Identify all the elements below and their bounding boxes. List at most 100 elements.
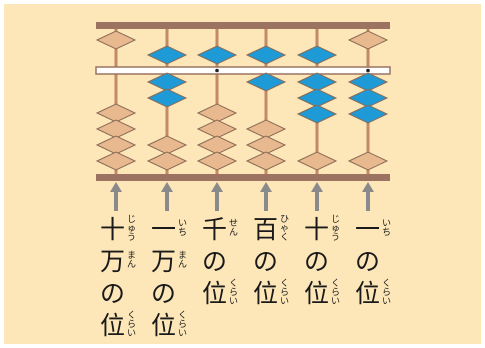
abacus [95, 22, 391, 211]
place-label-ruby: い [178, 219, 188, 229]
place-label-ruby: ら [178, 319, 188, 330]
place-label-ruby: い [382, 219, 392, 229]
place-label: 一いち万まんの位くらい [150, 217, 202, 347]
heaven-bead [196, 45, 238, 65]
unit-dot [215, 68, 219, 73]
earth-bead [196, 135, 238, 155]
earth-bead [95, 135, 137, 155]
place-label-ruby: ら [331, 287, 341, 298]
place-label-ruby: ら [382, 287, 392, 298]
place-label-kanji: 百 [252, 215, 278, 244]
heaven-bead [245, 45, 287, 65]
place-label-kanji: の [99, 279, 125, 308]
place-label-ruby: ん [127, 260, 137, 270]
pointer-arrow-head [311, 182, 323, 192]
place-label-kanji: 万 [99, 247, 125, 276]
place-label-kanji: 千 [201, 215, 227, 244]
earth-bead [146, 151, 188, 171]
place-label-kanji: 十 [99, 215, 125, 244]
place-label-ruby: ゃ [280, 223, 290, 234]
abacus-bottom-frame [96, 174, 390, 181]
place-label-ruby: ひ [280, 214, 290, 225]
earth-bead [347, 72, 389, 92]
place-label-ruby: い [382, 296, 392, 307]
place-label-kanji: 位 [354, 279, 380, 308]
place-label: 百ひゃくの位くらい [252, 214, 304, 347]
heaven-bead [347, 30, 389, 50]
place-label-kanji: の [252, 247, 278, 276]
place-label-ruby: い [178, 328, 188, 339]
place-label-kanji: 一 [150, 215, 176, 244]
place-label-ruby: い [280, 296, 290, 307]
place-label-kanji: 十 [303, 215, 329, 244]
place-label-ruby: ら [280, 287, 290, 298]
earth-bead [296, 72, 338, 92]
diagram-panel: 十じゅう万まんの位くらい一いち万まんの位くらい千せんの位くらい百ひゃくの位くらい… [4, 4, 481, 344]
earth-bead [296, 151, 338, 171]
pointer-arrow-head [161, 182, 173, 192]
earth-bead [146, 88, 188, 108]
place-label-ruby: く [127, 310, 137, 321]
place-label-ruby: ゅ [127, 223, 137, 234]
heaven-bead [296, 45, 338, 65]
place-label-ruby: ち [382, 228, 392, 238]
place-label-kanji: 位 [99, 311, 125, 340]
earth-bead [296, 104, 338, 124]
abacus-reckoning-bar [95, 66, 391, 75]
earth-bead [347, 104, 389, 124]
abacus-top-frame [96, 22, 390, 29]
place-label-ruby: ん [229, 228, 239, 238]
earth-bead [95, 103, 137, 123]
place-label-ruby: ん [178, 260, 188, 270]
place-label-kanji: 一 [354, 215, 380, 244]
place-label-ruby: じ [331, 214, 341, 225]
place-label-kanji: 位 [252, 279, 278, 308]
place-label-kanji: 位 [303, 279, 329, 308]
earth-bead [146, 72, 188, 92]
earth-bead [245, 135, 287, 155]
place-label-kanji: 位 [150, 311, 176, 340]
place-label-ruby: い [127, 328, 137, 339]
place-label-ruby: く [382, 278, 392, 289]
place-label: 十じゅう万まんの位くらい [99, 215, 151, 347]
pointer-arrow-head [110, 182, 122, 192]
earth-bead [196, 119, 238, 139]
earth-bead [296, 88, 338, 108]
earth-bead [245, 151, 287, 171]
place-label-ruby: ら [229, 287, 239, 298]
place-label-ruby: く [178, 310, 188, 321]
place-label-ruby: い [331, 296, 341, 307]
earth-bead [245, 72, 287, 92]
pointer-arrow-head [260, 182, 272, 192]
place-label-ruby: く [331, 278, 341, 289]
place-label-ruby: ゅ [331, 223, 341, 234]
place-label-kanji: の [303, 247, 329, 276]
earth-bead [245, 119, 287, 139]
place-label-kanji: 位 [201, 279, 227, 308]
pointer-arrow-head [211, 182, 223, 192]
place-label-ruby: ま [127, 251, 137, 261]
earth-bead [95, 119, 137, 139]
place-label-ruby: う [127, 232, 137, 243]
place-label-ruby: く [229, 278, 239, 289]
place-label-kanji: の [150, 279, 176, 308]
place-label-ruby: ま [178, 251, 188, 261]
place-label-kanji: 万 [150, 247, 176, 276]
place-label-ruby: せ [229, 219, 239, 229]
place-label: 一いちの位くらい [354, 217, 406, 347]
place-label-ruby: い [229, 296, 239, 307]
pointer-arrow-head [362, 182, 374, 192]
heaven-bead [95, 30, 137, 50]
place-label-ruby: ち [178, 228, 188, 238]
heaven-bead [146, 45, 188, 65]
place-label-ruby: く [280, 278, 290, 289]
earth-bead [95, 151, 137, 171]
place-label-ruby: う [331, 232, 341, 243]
place-label: 十じゅうの位くらい [303, 214, 355, 347]
place-label-ruby: ら [127, 319, 137, 330]
place-label-ruby: く [280, 232, 290, 243]
earth-bead [196, 151, 238, 171]
place-label-kanji: の [354, 247, 380, 276]
place-label-kanji: の [201, 247, 227, 276]
unit-dot [366, 68, 370, 73]
